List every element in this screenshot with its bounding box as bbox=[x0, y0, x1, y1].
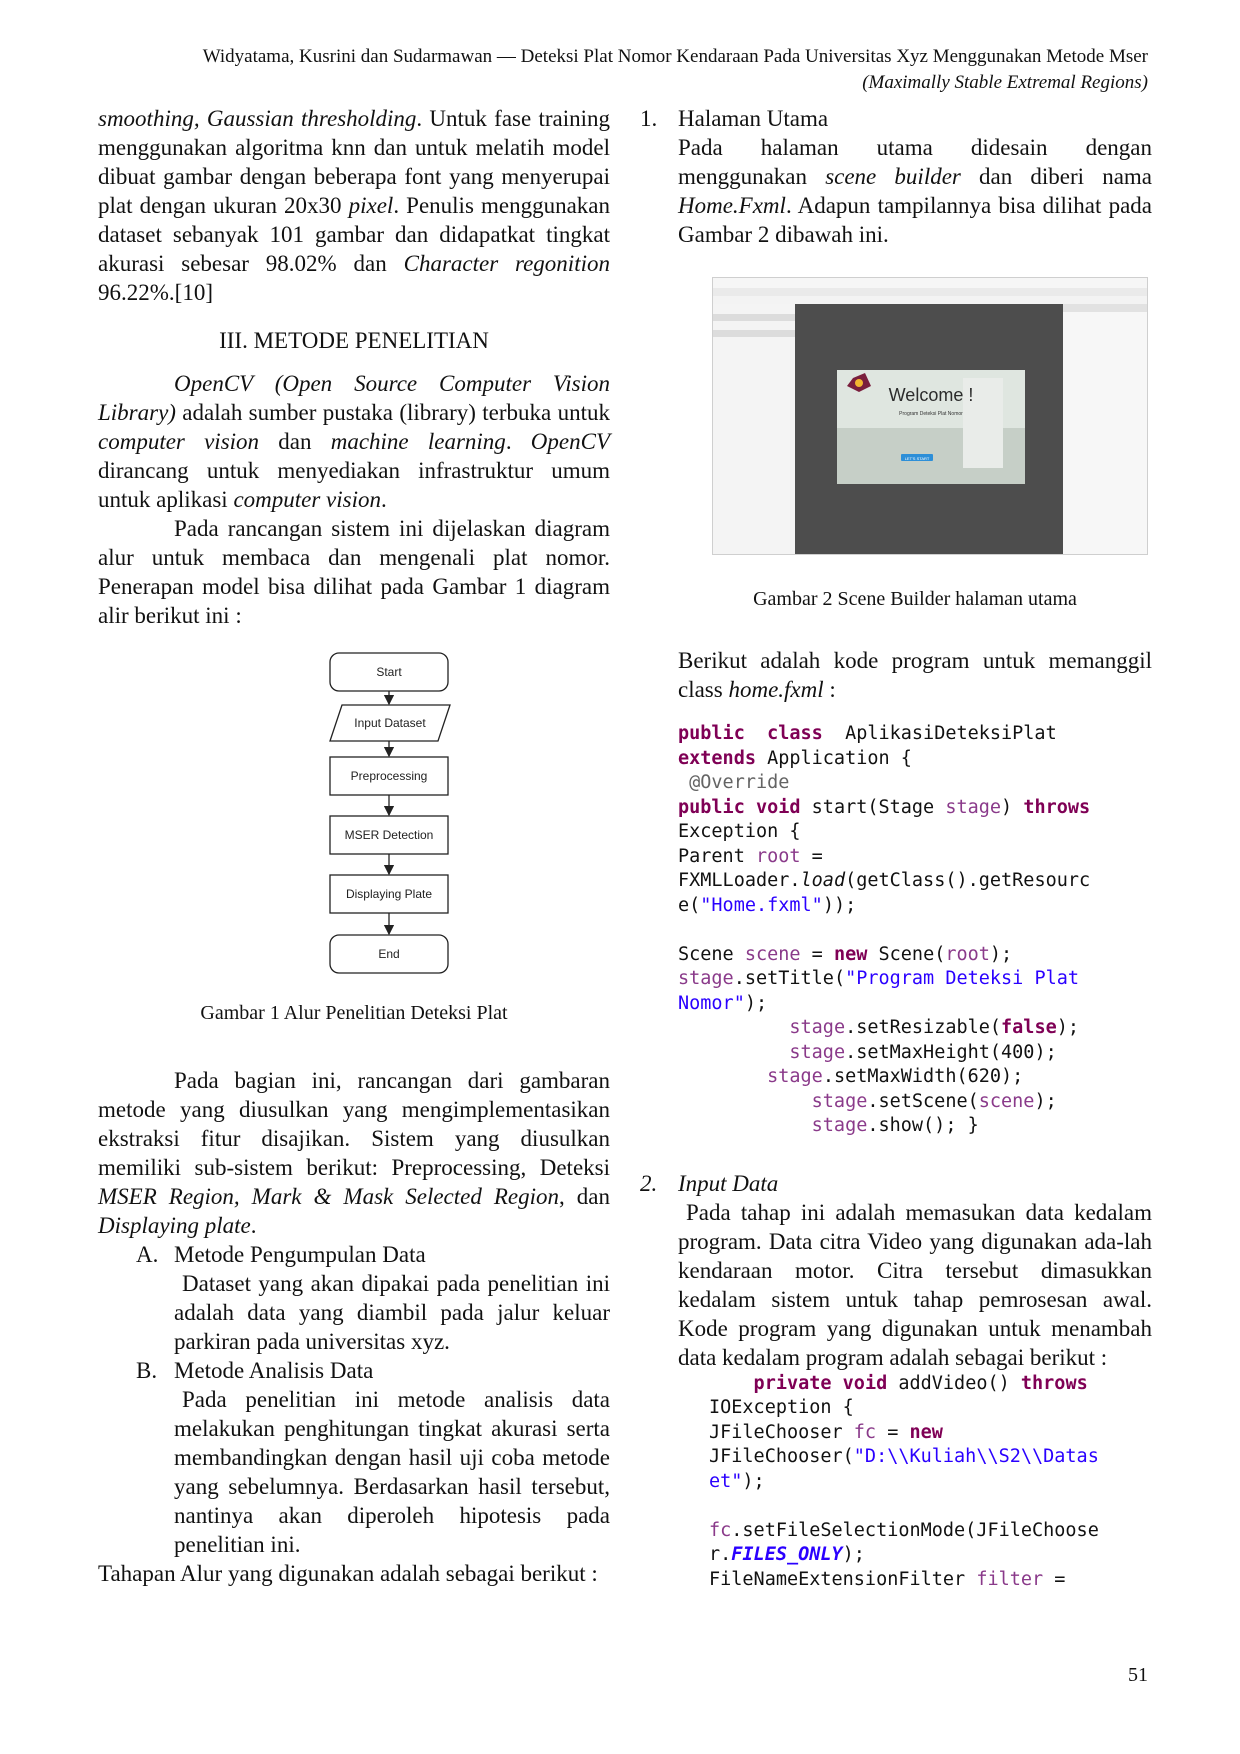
list-item-a-title: Metode Pengumpulan Data bbox=[174, 1242, 426, 1267]
flowchart-figure: Start Input Dataset Preprocessing MSER D… bbox=[98, 645, 610, 995]
list-item-2: 2. Input Data bbox=[640, 1169, 1152, 1198]
scene-builder-svg: Welcome ! Program Deteksi Plat Nomor LET… bbox=[713, 278, 1147, 554]
list-item-a-body: Dataset yang akan dipakai pada penelitia… bbox=[174, 1271, 610, 1354]
figure-2-caption: Gambar 2 Scene Builder halaman utama bbox=[753, 588, 1077, 610]
flowchart-svg: Start Input Dataset Preprocessing MSER D… bbox=[329, 652, 451, 974]
list-item-b-title: Metode Analisis Data bbox=[174, 1358, 374, 1383]
header-line-2: (Maximally Stable Extremal Regions) bbox=[862, 72, 1148, 93]
header-line-1: Widyatama, Kusrini dan Sudarmawan — Dete… bbox=[202, 46, 1148, 67]
running-header: Widyatama, Kusrini dan Sudarmawan — Dete… bbox=[88, 44, 1148, 96]
list-item-1-body: Pada halaman utama didesain dengan mengg… bbox=[678, 135, 1153, 247]
paragraph-flow-intro: Pada rancangan sistem ini dijelaskan dia… bbox=[98, 516, 610, 628]
figure-1-caption: Gambar 1 Alur Penelitian Deteksi Plat bbox=[200, 1002, 508, 1024]
list-item-1: 1. Halaman Utama bbox=[640, 104, 1152, 133]
flow-preprocessing-label: Preprocessing bbox=[351, 769, 428, 783]
list-item-2-title: Input Data bbox=[678, 1170, 779, 1196]
paragraph-proposed-system: Pada bagian ini, rancangan dari gambaran… bbox=[98, 1068, 610, 1238]
page-number: 51 bbox=[1128, 1664, 1148, 1686]
flow-display-label: Displaying Plate bbox=[346, 887, 432, 901]
code-block-main: public class AplikasiDeteksiPlat extends… bbox=[678, 723, 1091, 1136]
code-block-add-video: private void addVideo() throws IOExcepti… bbox=[709, 1372, 1099, 1590]
paragraph-flow-stages: Tahapan Alur yang digunakan adalah sebag… bbox=[98, 1561, 598, 1586]
flow-mser-label: MSER Detection bbox=[345, 828, 434, 842]
paragraph-opencv: OpenCV (Open Source Computer Vision Libr… bbox=[98, 371, 611, 512]
list-item-b-body: Pada penelitian ini metode analisis data… bbox=[174, 1387, 610, 1557]
paragraph-code-intro: Berikut adalah kode program untuk memang… bbox=[678, 648, 1152, 702]
scene-builder-screenshot: Welcome ! Program Deteksi Plat Nomor LET… bbox=[712, 277, 1148, 555]
welcome-start-button: LET'S START bbox=[905, 456, 930, 461]
list-item-b: B. Metode Analisis Data bbox=[98, 1356, 610, 1385]
flow-input-label: Input Dataset bbox=[354, 716, 426, 730]
welcome-subtitle: Program Deteksi Plat Nomor bbox=[899, 411, 963, 417]
list-item-1-title: Halaman Utama bbox=[678, 106, 829, 131]
right-column: 1. Halaman Utama Pada halaman utama dide… bbox=[640, 104, 1153, 1592]
flow-start-label: Start bbox=[376, 665, 402, 679]
paragraph-related-work: smoothing, Gaussian thresholding. Untuk … bbox=[98, 106, 610, 305]
left-column: smoothing, Gaussian thresholding. Untuk … bbox=[98, 104, 610, 1588]
list-item-a: A. Metode Pengumpulan Data bbox=[98, 1240, 610, 1269]
flow-input-node bbox=[329, 704, 451, 742]
welcome-title: Welcome ! bbox=[889, 385, 974, 405]
flow-end-label: End bbox=[378, 947, 399, 961]
section-title: III. METODE PENELITIAN bbox=[219, 328, 489, 353]
list-item-2-body: Pada tahap ini adalah memasukan data ked… bbox=[678, 1199, 1152, 1370]
